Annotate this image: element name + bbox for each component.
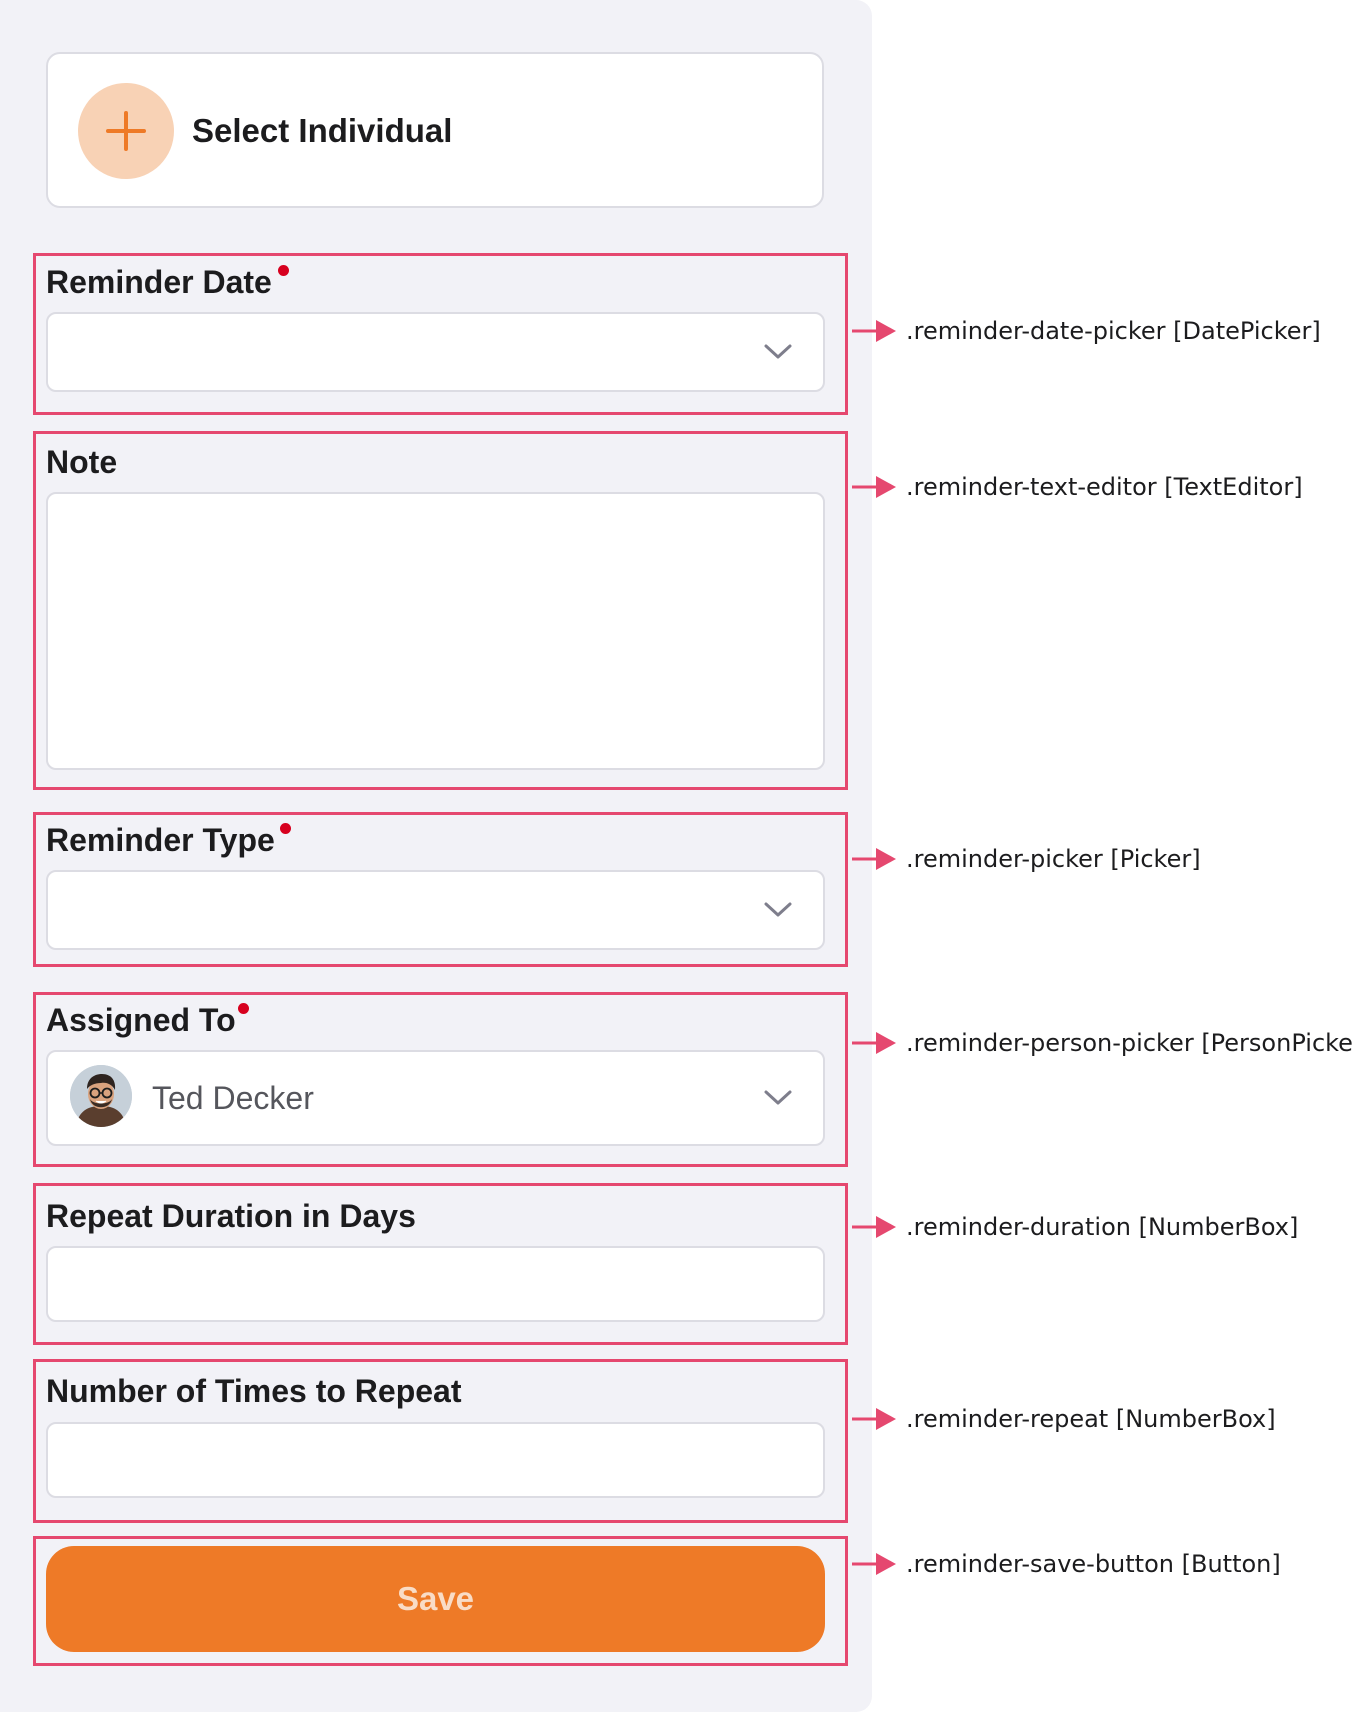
avatar <box>70 1065 132 1127</box>
assigned-to-person-picker[interactable]: Ted Decker <box>46 1050 825 1146</box>
arrow-right-icon <box>852 1032 896 1054</box>
reminder-date-picker[interactable] <box>46 312 825 392</box>
reminder-text-editor-highlight <box>33 431 848 790</box>
reminder-picker-highlight <box>33 812 848 967</box>
reminder-date-picker-highlight <box>33 253 848 415</box>
reminder-duration-highlight <box>33 1183 848 1345</box>
chevron-down-icon <box>764 1090 792 1105</box>
reminder-type-label: Reminder Type <box>46 822 275 858</box>
annotation-label: .reminder-date-picker [DatePicker] <box>906 317 1321 345</box>
repeat-times-label: Number of Times to Repeat <box>46 1373 462 1409</box>
chevron-down-icon <box>764 902 792 917</box>
arrow-right-icon <box>852 1216 896 1238</box>
arrow-right-icon <box>852 320 896 342</box>
assigned-person-name: Ted Decker <box>152 1080 314 1116</box>
chevron-down-icon <box>764 344 792 359</box>
select-individual-card[interactable]: Select Individual <box>46 52 824 208</box>
add-individual-button[interactable] <box>78 83 174 179</box>
repeat-duration-input[interactable] <box>46 1246 825 1322</box>
reminder-type-picker[interactable] <box>46 870 825 950</box>
required-indicator <box>280 823 291 834</box>
annotation-label: .reminder-repeat [NumberBox] <box>906 1405 1276 1433</box>
annotation-label: .reminder-text-editor [TextEditor] <box>906 473 1303 501</box>
required-indicator <box>238 1003 249 1014</box>
save-button[interactable]: Save <box>46 1546 825 1652</box>
reminder-repeat-highlight <box>33 1359 848 1523</box>
annotation-label: .reminder-picker [Picker] <box>906 845 1201 873</box>
plus-icon <box>106 111 146 151</box>
required-indicator <box>278 265 289 276</box>
reminder-date-label: Reminder Date <box>46 264 272 300</box>
reminder-save-button-highlight <box>33 1536 848 1666</box>
reminder-text-editor[interactable] <box>46 492 825 770</box>
reminder-person-picker-highlight <box>33 992 848 1167</box>
repeat-duration-label: Repeat Duration in Days <box>46 1198 416 1234</box>
arrow-right-icon <box>852 476 896 498</box>
annotation-label: .reminder-duration [NumberBox] <box>906 1213 1299 1241</box>
annotation-label: .reminder-save-button [Button] <box>906 1550 1281 1578</box>
arrow-right-icon <box>852 848 896 870</box>
person-avatar-icon <box>70 1065 132 1127</box>
arrow-right-icon <box>852 1408 896 1430</box>
reminder-form-panel: Select Individual Reminder Date Note Rem… <box>0 0 872 1712</box>
arrow-right-icon <box>852 1553 896 1575</box>
annotation-label: .reminder-person-picker [PersonPicker] <box>906 1029 1354 1057</box>
select-individual-label: Select Individual <box>192 112 453 149</box>
repeat-times-input[interactable] <box>46 1422 825 1498</box>
note-label: Note <box>46 444 118 480</box>
assigned-to-label: Assigned To <box>46 1002 236 1038</box>
